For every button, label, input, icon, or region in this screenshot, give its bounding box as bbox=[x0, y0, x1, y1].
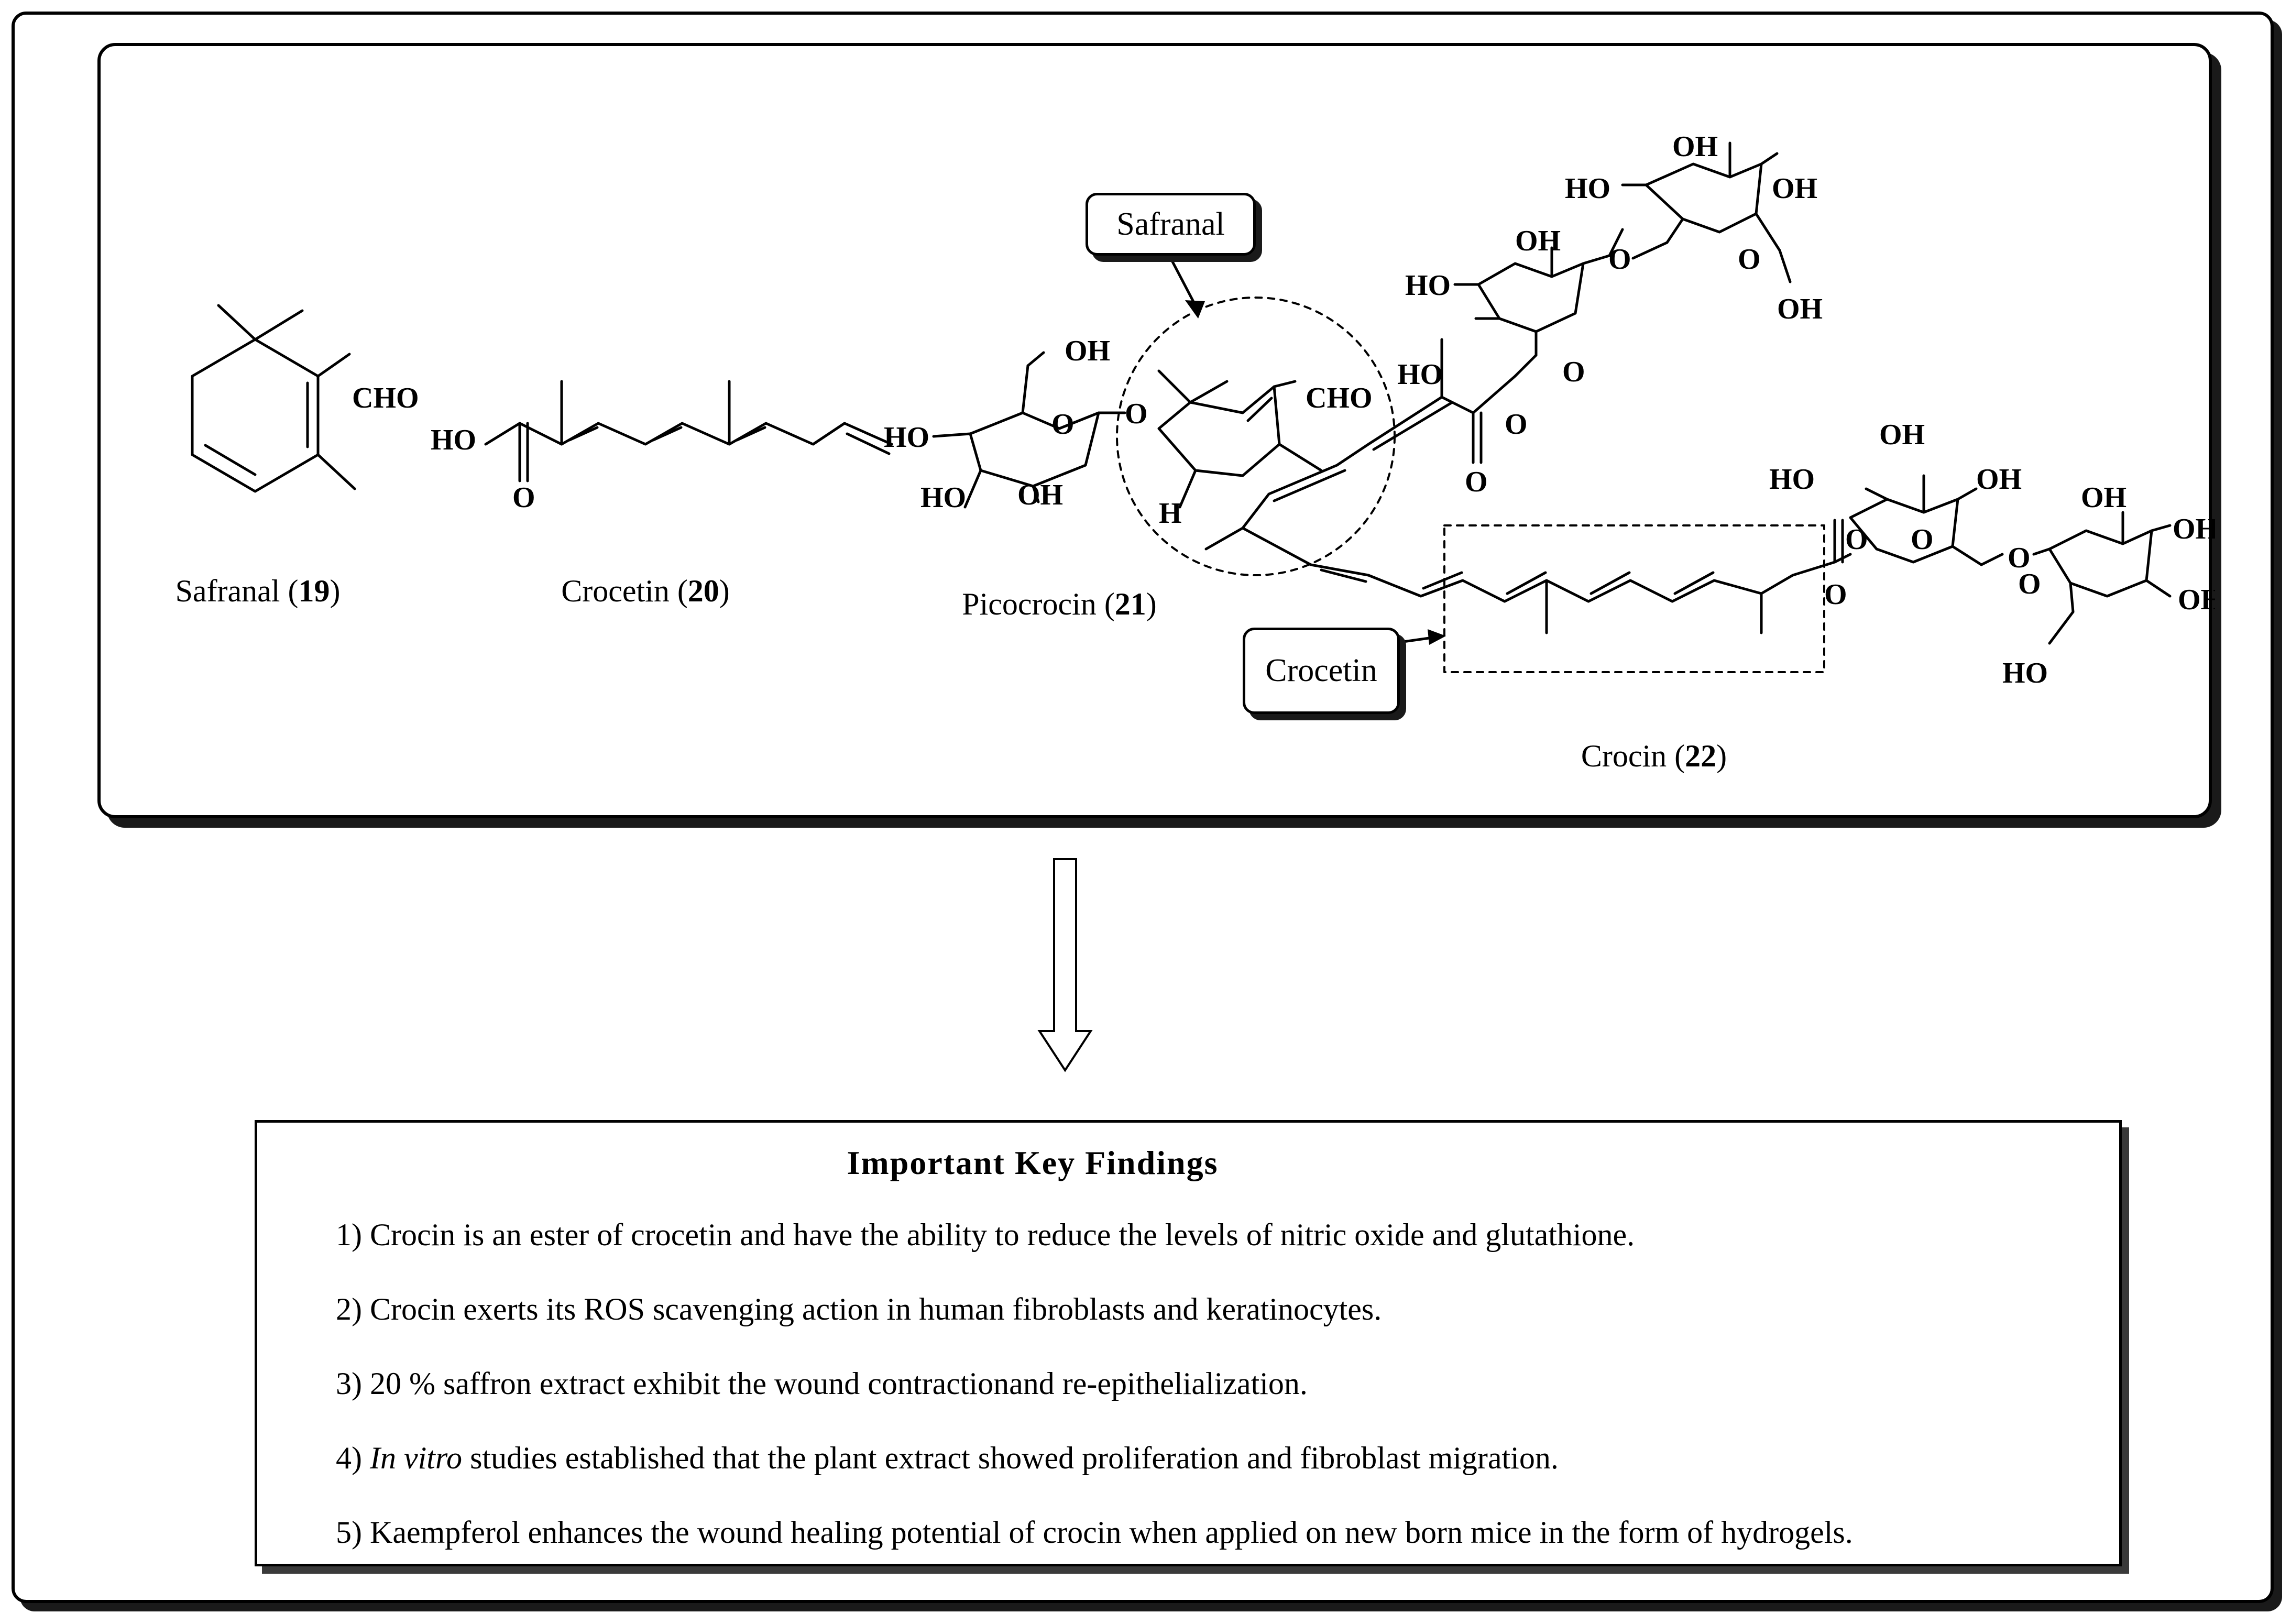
crocin-ring-o-4: O bbox=[2018, 568, 2041, 600]
crocin-oh-5: OH bbox=[2081, 481, 2126, 514]
finding-item: 4) In vitro studies established that the… bbox=[336, 1441, 1559, 1475]
crocin-oh-top: OH bbox=[1672, 130, 1718, 163]
down-arrow-icon bbox=[1036, 858, 1094, 1076]
crocin-oh-2: OH bbox=[1515, 225, 1561, 257]
crocetin-structure bbox=[484, 380, 893, 482]
picocrocin-structure bbox=[932, 351, 1323, 509]
crocin-ho-5: HO bbox=[2002, 657, 2048, 689]
crocin-oh-top-ch2: OH bbox=[1777, 293, 1823, 325]
crocin-ring-o-2: O bbox=[1562, 356, 1585, 388]
crocetin-o-label: O bbox=[512, 481, 535, 514]
crocin-carbonyl-o-2: O bbox=[1824, 578, 1847, 611]
safranal-caption: Safranal (19) bbox=[175, 574, 341, 608]
safranal-callout: Safranal bbox=[1086, 193, 1256, 256]
structures-drawing: CHO HO O bbox=[101, 46, 2215, 821]
crocetin-ho-label: HO bbox=[431, 424, 476, 456]
picocrocin-ho-label-2: HO bbox=[920, 481, 966, 514]
crocin-oh-5-lower: OH bbox=[2178, 584, 2215, 616]
finding-item: 1) Crocin is an ester of crocetin and ha… bbox=[336, 1217, 1635, 1252]
crocin-oh-4-right: OH bbox=[1976, 463, 2022, 496]
findings-title: Important Key Findings bbox=[847, 1144, 1219, 1181]
crocin-ho-top: HO bbox=[1565, 172, 1610, 205]
finding-item: 5) Kaempferol enhances the wound healing… bbox=[336, 1515, 1853, 1550]
crocin-ester-o-2: O bbox=[1845, 523, 1868, 556]
crocin-oh-top-right: OH bbox=[1772, 172, 1817, 205]
crocin-ring-o-1: O bbox=[1738, 243, 1761, 276]
structures-panel: CHO HO O bbox=[97, 43, 2215, 821]
crocin-caption: Crocin (22) bbox=[1581, 739, 1727, 773]
finding-item: 2) Crocin exerts its ROS scavenging acti… bbox=[336, 1292, 1382, 1326]
crocin-ho-2: HO bbox=[1405, 269, 1451, 302]
crocin-oh-4: OH bbox=[1879, 419, 1925, 451]
crocin-carbonyl-o-1: O bbox=[1465, 466, 1488, 498]
picocrocin-glycoside-o-label: O bbox=[1125, 398, 1148, 430]
picocrocin-oh-label: OH bbox=[1065, 335, 1110, 367]
picocrocin-ho-label-1: HO bbox=[884, 421, 929, 454]
crocin-ester-o-1: O bbox=[1505, 408, 1528, 441]
crocin-oh-5-right: OH bbox=[2173, 513, 2215, 545]
picocrocin-caption: Picocrocin (21) bbox=[962, 587, 1157, 621]
crocetin-highlight-box bbox=[1443, 524, 1825, 673]
crocin-ho-3: HO bbox=[1397, 358, 1443, 391]
picocrocin-cho-label: CHO bbox=[1306, 382, 1373, 414]
crocetin-callout: Crocetin bbox=[1243, 628, 1400, 714]
picocrocin-oh-label-2: OH bbox=[1017, 479, 1063, 511]
safranal-highlight-circle bbox=[1116, 297, 1396, 576]
crocin-ring-o-3: O bbox=[1911, 523, 1934, 556]
key-findings-box: Important Key Findings 1) Crocin is an e… bbox=[255, 1120, 2122, 1566]
picocrocin-ring-o-label: O bbox=[1051, 408, 1075, 441]
finding-item: 3) 20 % saffron extract exhibit the woun… bbox=[336, 1366, 1308, 1401]
crocin-structure bbox=[1204, 141, 2172, 645]
crocin-glycoside-o-2: O bbox=[2008, 542, 2031, 574]
picocrocin-h-label: H bbox=[1159, 497, 1182, 530]
safranal-cho-label: CHO bbox=[352, 382, 419, 414]
crocetin-caption: Crocetin (20) bbox=[561, 574, 730, 608]
safranal-structure bbox=[191, 304, 356, 493]
crocin-ho-4: HO bbox=[1769, 463, 1815, 496]
crocin-glycoside-o-1: O bbox=[1608, 243, 1631, 276]
